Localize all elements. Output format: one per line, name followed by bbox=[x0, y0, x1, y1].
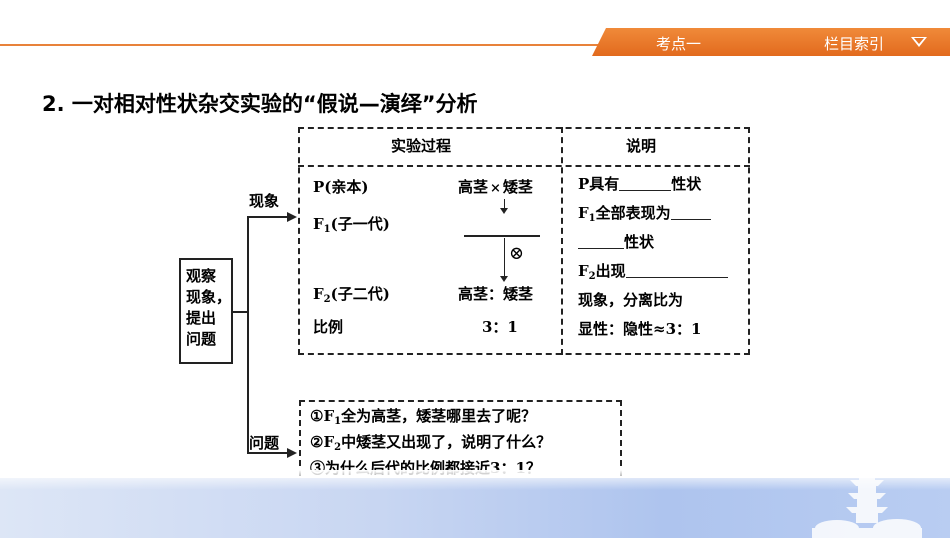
note-line-2: F1全部表现为 bbox=[578, 204, 711, 228]
pagoda-icon bbox=[812, 460, 922, 538]
note4-sub: 2 bbox=[588, 271, 596, 282]
question-2: ②F2中矮茎又出现了，说明了什么？ bbox=[310, 433, 551, 457]
q1-post: 全为高茎，矮茎哪里去了呢？ bbox=[341, 407, 537, 425]
note1-blank bbox=[619, 176, 672, 191]
branch-label-question: 问题 bbox=[249, 434, 280, 452]
p-cross-left: 高茎 bbox=[458, 178, 489, 196]
root-label-line: 观察 bbox=[186, 267, 217, 285]
dropdown-triangle-icon-inner bbox=[914, 38, 924, 44]
f1-label-pre: F bbox=[313, 215, 324, 233]
note1-post: 性状 bbox=[671, 175, 702, 193]
note4-blank bbox=[625, 263, 728, 278]
selfing-icon: ⊗ bbox=[509, 243, 525, 264]
f1-label-sub: 1 bbox=[323, 224, 331, 235]
q1-sub: 1 bbox=[334, 416, 342, 427]
q2-sub: 2 bbox=[334, 442, 342, 453]
note-line-5: 现象，分离比为 bbox=[578, 291, 684, 309]
index-menu-label[interactable]: 栏目索引 bbox=[824, 35, 885, 53]
note-line-1: P具有 性状 bbox=[578, 175, 701, 193]
note1-pre: P具有 bbox=[578, 175, 620, 193]
connector-phenomenon bbox=[247, 216, 287, 218]
f1-blank-line bbox=[464, 235, 540, 237]
root-label-line: 提出 bbox=[186, 309, 217, 327]
f1-label: F1(子一代) bbox=[313, 215, 390, 239]
col-header-process: 实验过程 bbox=[391, 137, 452, 155]
table-header-divider bbox=[298, 165, 750, 167]
f2-label-post: (子二代) bbox=[330, 285, 390, 303]
connector-root bbox=[233, 311, 248, 313]
p-label: P(亲本) bbox=[313, 178, 369, 196]
f1-label-post: (子一代) bbox=[330, 215, 390, 233]
section-tab-label[interactable]: 考点一 bbox=[656, 35, 702, 53]
root-label: 观察 现象， 提出 问题 bbox=[186, 266, 232, 350]
note-line-3: 性状 bbox=[578, 233, 654, 251]
p-cross-right: 矮茎 bbox=[502, 178, 533, 196]
arrow-question-icon bbox=[287, 448, 297, 458]
f2-phenotypes: 高茎：矮茎 bbox=[458, 285, 534, 303]
note2-post: 全部表现为 bbox=[595, 204, 671, 222]
selfing-arrow-icon bbox=[500, 276, 508, 282]
f2-label-pre: F bbox=[313, 285, 324, 303]
f2-label-sub: 2 bbox=[323, 294, 331, 305]
col-header-note: 说明 bbox=[626, 137, 657, 155]
root-label-line: 问题 bbox=[186, 330, 217, 348]
root-box bbox=[179, 258, 233, 364]
q2-post: 中矮茎又出现了，说明了什么？ bbox=[341, 433, 552, 451]
branch-label-phenomenon: 现象 bbox=[249, 192, 280, 210]
note4-post: 出现 bbox=[595, 262, 626, 280]
note4-pre: F bbox=[578, 262, 589, 280]
question-1: ①F1全为高茎，矮茎哪里去了呢？ bbox=[310, 407, 536, 431]
root-label-line: 现象， bbox=[186, 288, 232, 306]
connector-trunk bbox=[247, 216, 249, 453]
q1-pre: ①F bbox=[310, 407, 335, 425]
arrow-down-line bbox=[504, 199, 505, 209]
note2-pre: F bbox=[578, 204, 589, 222]
ratio-value: 3：1 bbox=[482, 318, 518, 336]
connector-question bbox=[247, 452, 287, 454]
note2-sub: 1 bbox=[588, 213, 596, 224]
ratio-label: 比例 bbox=[313, 318, 344, 336]
q2-pre: ②F bbox=[310, 433, 335, 451]
table-column-divider bbox=[561, 127, 563, 355]
note-line-4: F2出现 bbox=[578, 262, 728, 286]
header-divider-line bbox=[0, 44, 610, 46]
header-bar bbox=[592, 28, 950, 56]
arrow-phenomenon-icon bbox=[287, 212, 297, 222]
experiment-table bbox=[298, 127, 750, 355]
note3-blank bbox=[578, 234, 624, 249]
cross-icon: × bbox=[490, 181, 501, 196]
page-heading: 2. 一对相对性状杂交实验的“假说—演绎”分析 bbox=[42, 92, 478, 116]
f2-label: F2(子二代) bbox=[313, 285, 390, 309]
footer-fade bbox=[0, 470, 950, 490]
arrow-down-icon bbox=[500, 208, 508, 214]
note2-blank bbox=[670, 205, 711, 220]
note-line-6: 显性：隐性≈3：1 bbox=[578, 320, 702, 338]
note3-post: 性状 bbox=[624, 233, 655, 251]
selfing-arrow-line bbox=[504, 238, 505, 278]
p-cross: 高茎×矮茎 bbox=[458, 178, 533, 198]
